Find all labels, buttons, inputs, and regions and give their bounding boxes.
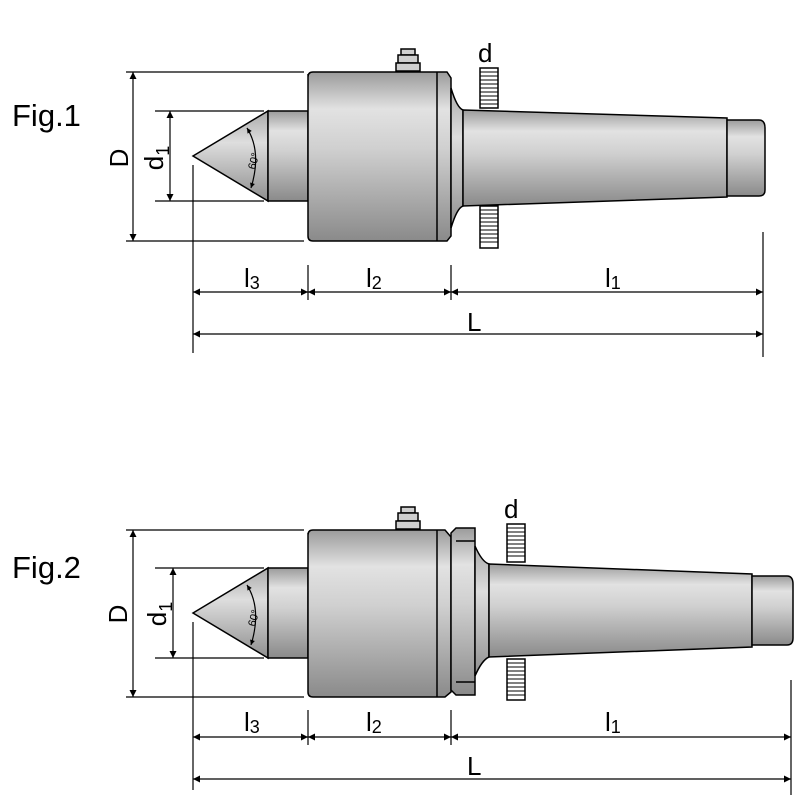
neck [474,545,490,677]
taper-end [726,119,766,197]
angle-indicator: 60° [246,127,262,189]
label-d: d [478,38,492,68]
ruler-hatching [507,527,525,696]
label-l2: l2 [366,707,382,737]
label-l1: l1 [605,263,621,293]
label-L: L [467,751,481,781]
angle-label: 60° [246,609,262,628]
label-d1: d1 [142,602,176,626]
figure-1-label: Fig.1 [12,98,81,133]
ruler-hatching [480,71,498,243]
taper-end [751,575,794,646]
label-l1: l1 [605,707,621,737]
label-l2: l2 [366,263,382,293]
label-l3: l3 [244,707,260,737]
point-shank [267,567,309,659]
live-center-2 [191,506,794,701]
label-d: d [504,494,518,524]
main-body [307,529,452,698]
neck [450,87,464,229]
figure-1: Fig.1 [12,38,766,357]
main-body [307,71,452,242]
dimension-lines [129,72,763,338]
grease-nipple-icon [395,506,421,530]
morse-taper [488,563,753,658]
figure-2-label: Fig.2 [12,550,81,585]
label-d1: d1 [139,146,173,170]
label-l3: l3 [244,263,260,293]
label-D: D [104,149,134,168]
grease-nipple-icon [395,48,421,72]
label-D: D [103,605,133,624]
figure-2: Fig.2 d [12,494,794,795]
angle-indicator: 60° [246,584,262,646]
collar-nut [450,527,476,696]
dimension-lines [129,530,791,783]
label-L: L [467,307,481,337]
morse-taper [462,109,728,207]
angle-label: 60° [246,152,262,171]
point-shank [267,110,309,202]
live-center-1 [191,48,766,249]
